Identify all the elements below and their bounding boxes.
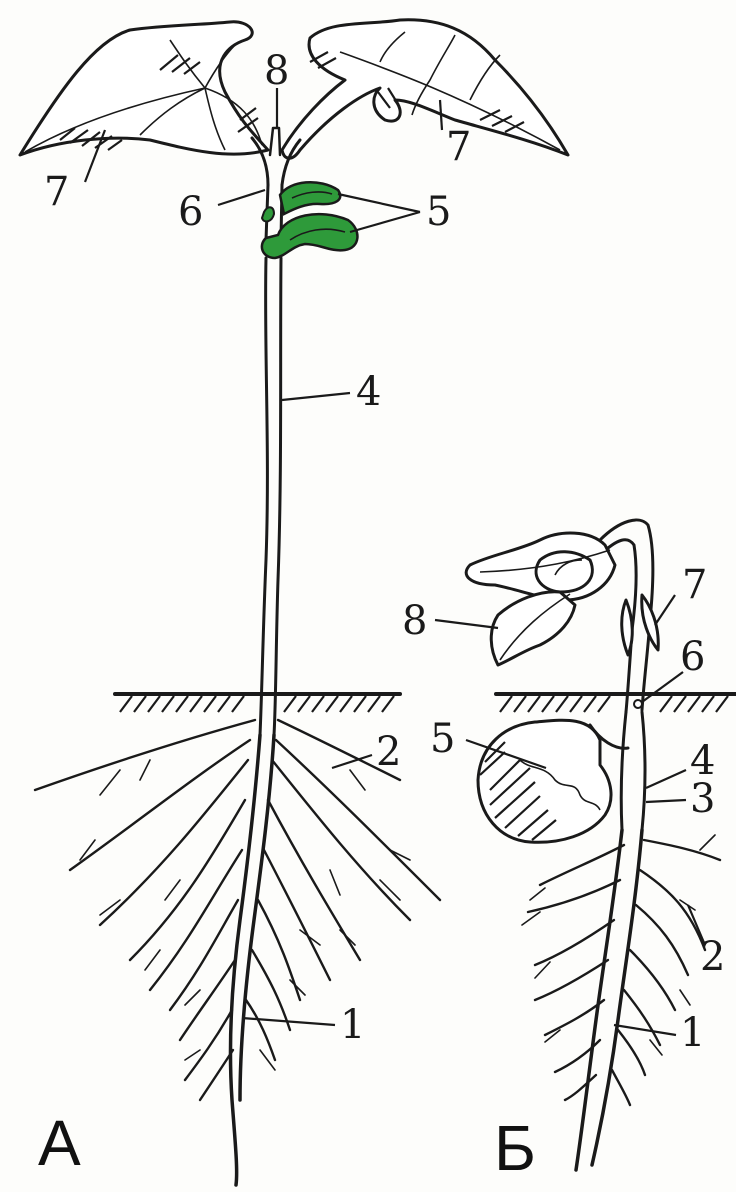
figure-b: 8 7 6 5 4 3 2 1 Б (402, 520, 736, 1184)
label-a-7-left: 7 (44, 169, 69, 215)
young-shoot-b (466, 520, 658, 712)
label-b-5: 5 (430, 716, 455, 762)
label-b-8: 8 (402, 598, 427, 644)
cotyledon-seed-b (478, 720, 628, 842)
root-system-a (35, 720, 440, 1185)
label-b-1: 1 (680, 1010, 705, 1056)
label-a-2: 2 (376, 729, 401, 775)
label-b-2: 2 (700, 934, 725, 980)
figure-a-title: А (38, 1107, 81, 1179)
leader-lines-a (85, 88, 442, 1025)
cotyledons-a (262, 182, 358, 258)
figure-a: 8 7 7 6 5 4 2 1 А (20, 20, 568, 1185)
figure-b-title: Б (494, 1112, 536, 1184)
true-leaf-right-a (282, 20, 568, 158)
label-b-3: 3 (690, 776, 715, 822)
node-b (634, 700, 642, 708)
hypocotyl-a (260, 258, 281, 735)
hypocotyl-b (621, 712, 645, 830)
terminal-bud-a (270, 128, 280, 155)
soil-line-b (496, 694, 736, 712)
label-a-4: 4 (356, 369, 381, 415)
label-a-8: 8 (264, 48, 289, 94)
label-b-7: 7 (682, 562, 707, 608)
label-a-5: 5 (426, 189, 451, 235)
soil-line-a (115, 694, 400, 712)
label-b-6: 6 (680, 634, 705, 680)
root-system-b (522, 830, 720, 1170)
label-a-1: 1 (340, 1002, 365, 1048)
label-a-7-right: 7 (446, 124, 471, 170)
true-leaf-left-a (20, 22, 268, 155)
label-a-6: 6 (178, 189, 203, 235)
